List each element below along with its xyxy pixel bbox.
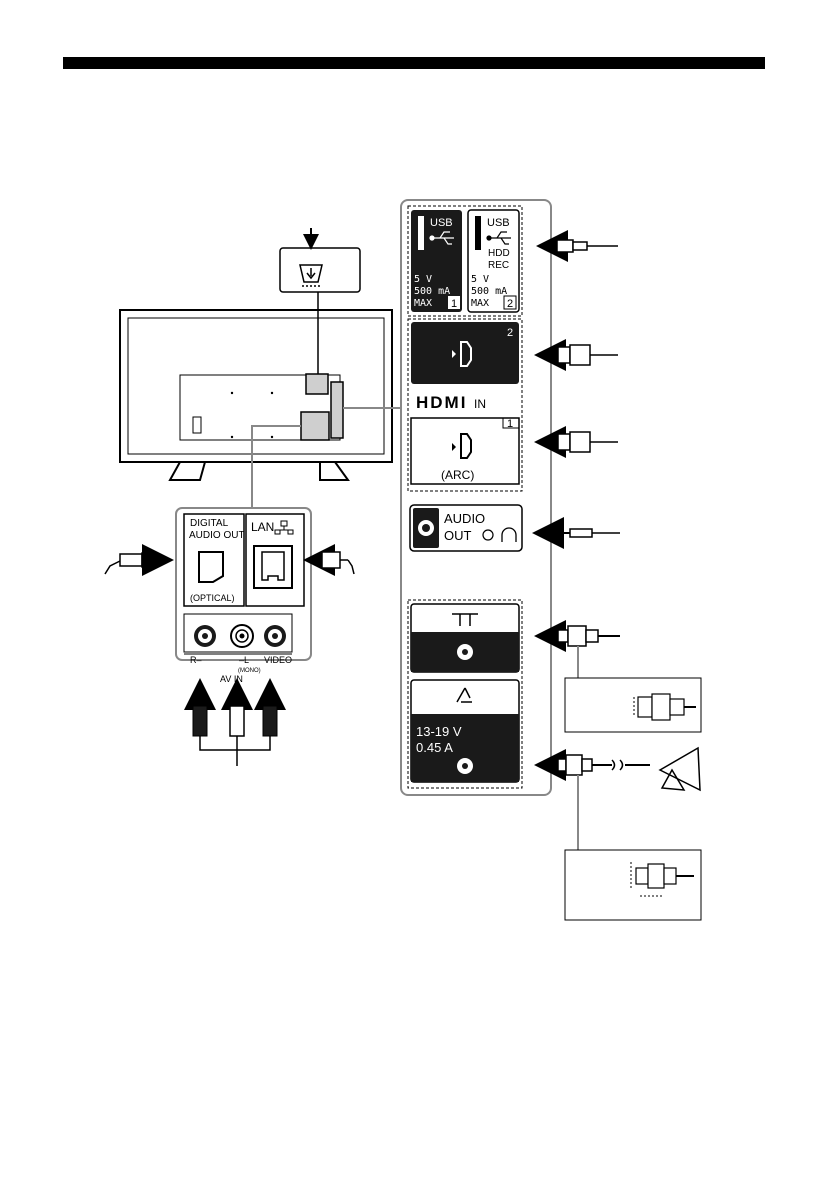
rca-cables [193,682,277,766]
hdmi-port-2[interactable]: 2 [411,322,519,384]
usb2-current: 500 mA [471,286,507,297]
usb2-max: MAX [471,298,489,309]
av-video-label: VIDEO [264,655,292,665]
usb1-number: 1 [451,298,457,310]
antenna-detail-box [565,678,701,732]
digital-audio-out-port[interactable]: DIGITAL AUDIO OUT (OPTICAL) [184,514,245,606]
usb2-hdd: HDD [488,248,510,259]
usb2-label: USB [487,217,510,229]
digital-label-2: AUDIO OUT [189,530,245,541]
optical-label: (OPTICAL) [190,593,235,603]
av-l-label: –L [239,655,249,665]
usb2-rec: REC [488,260,509,271]
av-r-label: R– [190,655,202,665]
lan-label: LAN [251,520,274,534]
audio-out-line1: AUDIO [444,511,485,526]
satellite-current: 0.45 A [416,740,453,755]
tv-rear [120,310,392,480]
lan-cable [307,552,354,574]
satellite-cable [538,748,700,850]
digital-label-1: DIGITAL [190,518,229,529]
av-in-ports[interactable] [184,614,292,652]
usb1-voltage: 5 V [414,274,432,285]
tv-port-block-side [301,412,329,440]
optical-cable [105,553,170,574]
av-in-label: AV IN [220,674,243,684]
usb-port-2[interactable]: USB HDD REC 5 V 500 mA MAX 2 [468,210,519,312]
hdmi-in-label: IN [474,397,486,411]
usb1-max: MAX [414,298,432,309]
lan-port[interactable]: LAN [246,514,304,606]
audio-out-line2: OUT [444,528,472,543]
antenna-port[interactable] [411,604,519,672]
hdmi-arc-label: (ARC) [441,468,474,482]
tv-port-block-top [306,374,328,394]
satellite-port[interactable]: 13-19 V 0.45 A [411,680,519,782]
hdmi-port2-number: 2 [507,327,513,339]
usb-port-1[interactable]: USB 5 V 500 mA MAX 1 [411,210,462,312]
hdmi-logo: HDMI [416,393,467,412]
audio-out-port[interactable]: AUDIO OUT [410,505,522,551]
satellite-voltage: 13-19 V [416,724,462,739]
usb2-voltage: 5 V [471,274,489,285]
usb2-number: 2 [507,298,513,310]
usb1-current: 500 mA [414,286,450,297]
tv-port-block-right [331,382,343,438]
usb1-label: USB [430,217,453,229]
title-bar [63,57,765,69]
hdmi-port1-number: 1 [507,418,513,430]
hdmi-port-1[interactable]: 1 (ARC) [411,418,519,484]
satellite-detail-box [565,850,701,920]
